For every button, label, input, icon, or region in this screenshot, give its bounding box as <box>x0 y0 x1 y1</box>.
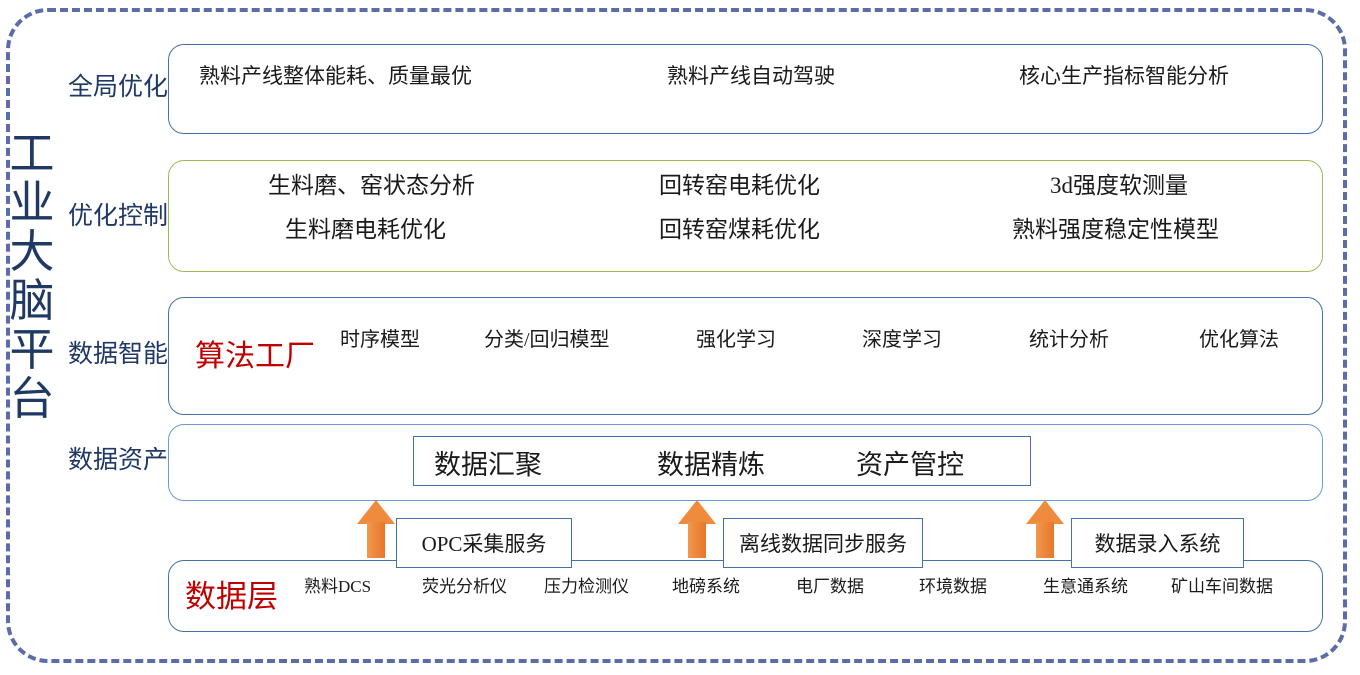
row-global-optimization: 熟料产线整体能耗、质量最优 熟料产线自动驾驶 核心生产指标智能分析 <box>168 44 1323 134</box>
item-data-source-5: 环境数据 <box>919 576 987 596</box>
row-data-intelligence: 算法工厂 时序模型 分类/回归模型 强化学习 深度学习 统计分析 优化算法 <box>168 297 1323 415</box>
item-opt-ctrl-b0: 生料磨电耗优化 <box>285 217 446 242</box>
tier-label-data-assets: 数据资产 <box>67 447 168 474</box>
item-data-intel-3: 深度学习 <box>862 328 942 351</box>
arrow-shaft <box>688 522 706 558</box>
item-data-intel-1: 分类/回归模型 <box>484 328 610 351</box>
arrow-head <box>678 500 716 524</box>
item-global-opt-1: 熟料产线自动驾驶 <box>667 64 835 88</box>
tier-label-optimization-control: 优化控制 <box>67 203 168 230</box>
item-opt-ctrl-b1: 回转窑煤耗优化 <box>659 217 820 242</box>
item-data-source-0: 熟料DCS <box>304 576 372 596</box>
item-data-asset-2: 资产管控 <box>856 450 964 480</box>
item-data-source-1: 荧光分析仪 <box>422 576 507 596</box>
item-data-intel-2: 强化学习 <box>696 328 776 351</box>
item-data-source-2: 压力检测仪 <box>544 576 629 596</box>
algorithm-factory-highlight: 算法工厂 <box>195 340 315 373</box>
row-data-assets: 数据汇聚 数据精炼 资产管控 <box>168 424 1323 501</box>
item-global-opt-2: 核心生产指标智能分析 <box>1019 64 1229 88</box>
arrow-shaft <box>367 522 385 558</box>
item-data-source-4: 电厂数据 <box>796 576 864 596</box>
tier-label-data-intelligence: 数据智能 <box>67 341 168 368</box>
data-layer-title: 数据层 <box>185 579 278 614</box>
item-data-intel-5: 优化算法 <box>1199 328 1279 351</box>
arrow-up-icon-offline-sync <box>678 500 716 558</box>
service-box-data-entry-system: 数据录入系统 <box>1071 518 1244 568</box>
service-box-offline-data-sync: 离线数据同步服务 <box>723 518 923 568</box>
row-data-layer: 数据层 熟料DCS 荧光分析仪 压力检测仪 地磅系统 电厂数据 环境数据 生意通… <box>168 560 1323 632</box>
tier-label-global-optimization: 全局优化 <box>67 74 168 101</box>
item-data-intel-4: 统计分析 <box>1029 328 1109 351</box>
item-opt-ctrl-b2: 熟料强度稳定性模型 <box>1012 217 1219 242</box>
arrow-shaft <box>1036 522 1054 558</box>
item-opt-ctrl-a0: 生料磨、窑状态分析 <box>268 173 475 198</box>
arrow-up-icon-data-entry <box>1026 500 1064 558</box>
arrow-up-icon-opc <box>357 500 395 558</box>
arrow-head <box>1026 500 1064 524</box>
item-data-source-3: 地磅系统 <box>672 576 740 596</box>
item-data-asset-0: 数据汇聚 <box>434 450 542 480</box>
item-global-opt-0: 熟料产线整体能耗、质量最优 <box>199 64 472 88</box>
item-data-source-7: 矿山车间数据 <box>1171 576 1273 596</box>
item-data-intel-0: 时序模型 <box>340 328 420 351</box>
item-opt-ctrl-a1: 回转窑电耗优化 <box>659 173 820 198</box>
arrow-head <box>357 500 395 524</box>
item-data-asset-1: 数据精炼 <box>657 450 765 480</box>
item-opt-ctrl-a2: 3d强度软测量 <box>1050 173 1188 198</box>
service-box-opc-collection: OPC采集服务 <box>396 518 572 568</box>
row-optimization-control: 生料磨、窑状态分析 回转窑电耗优化 3d强度软测量 生料磨电耗优化 回转窑煤耗优… <box>168 160 1323 272</box>
data-assets-inner-box: 数据汇聚 数据精炼 资产管控 <box>413 436 1031 486</box>
item-data-source-6: 生意通系统 <box>1043 576 1128 596</box>
platform-vertical-title: 工业大脑平台 <box>9 129 55 424</box>
